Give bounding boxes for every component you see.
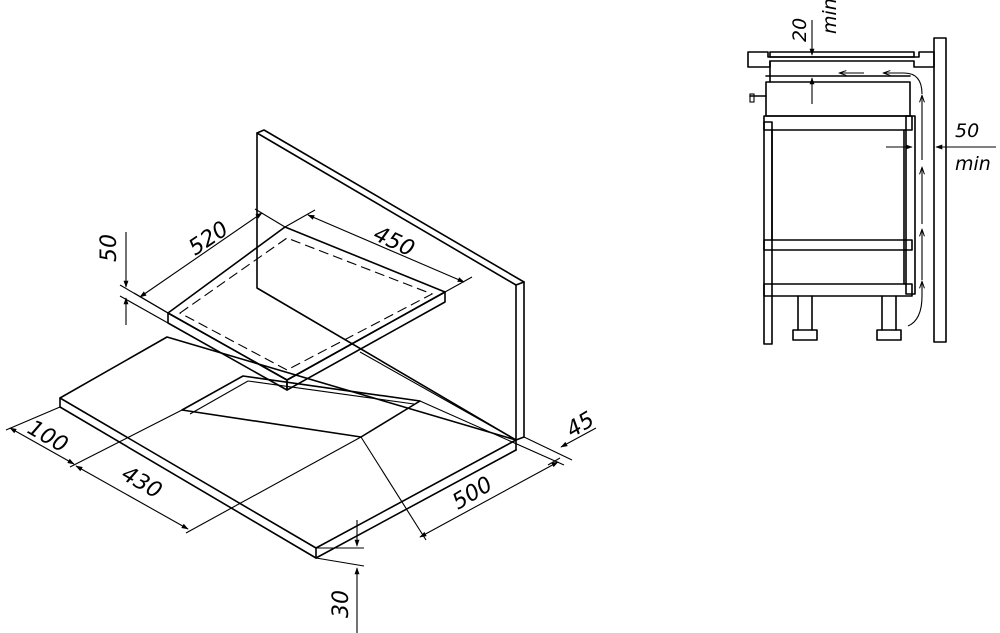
dim-rear-gap-label: 50 bbox=[955, 120, 979, 142]
dim-hob-height-label: 50 bbox=[97, 234, 122, 262]
dim-hob-depth: 450 bbox=[284, 209, 473, 293]
airflow-arrows bbox=[840, 73, 922, 327]
isometric-view: 520 450 50 100 430 bbox=[5, 129, 599, 633]
section-view: 20 min 50 min bbox=[747, 0, 996, 345]
middle-shelf bbox=[763, 239, 913, 251]
dim-cutout-front-offset: 100 bbox=[5, 406, 183, 468]
rear-wall bbox=[933, 37, 947, 343]
dim-top-clearance: 20 min bbox=[789, 0, 841, 104]
back-wall bbox=[256, 129, 525, 441]
dim-hob-width-label: 520 bbox=[184, 217, 233, 261]
dim-rear-gap: 50 min bbox=[886, 120, 996, 175]
dim-worktop-thickness-label: 30 bbox=[329, 590, 354, 618]
bottom-shelf bbox=[763, 283, 913, 297]
dim-hob-depth-label: 450 bbox=[369, 222, 418, 262]
dim-top-clearance-label: 20 bbox=[789, 18, 811, 42]
dim-cutout-width: 430 bbox=[75, 436, 362, 534]
dim-cutout-front-offset-label: 100 bbox=[23, 416, 72, 459]
cabinet-legs bbox=[792, 295, 902, 341]
worktop-section bbox=[747, 51, 935, 68]
dim-worktop-thickness: 30 bbox=[315, 520, 365, 633]
dim-wall-gap-label: 45 bbox=[562, 407, 599, 443]
dim-wall-gap: 45 bbox=[523, 407, 599, 466]
hob-section bbox=[765, 81, 911, 117]
dim-top-clearance-unit: min bbox=[819, 0, 841, 34]
worktop-cutout bbox=[181, 375, 421, 438]
dim-cutout-depth: 500 bbox=[360, 400, 565, 541]
dim-rear-gap-unit: min bbox=[955, 153, 991, 175]
dim-hob-height: 50 bbox=[97, 232, 169, 325]
upper-shelf bbox=[763, 115, 913, 131]
back-panel bbox=[905, 115, 916, 295]
dim-cutout-width-label: 430 bbox=[117, 462, 166, 505]
worktop bbox=[59, 336, 517, 559]
dim-hob-width: 520 bbox=[133, 208, 286, 314]
cabinet-side-panel bbox=[763, 121, 773, 345]
